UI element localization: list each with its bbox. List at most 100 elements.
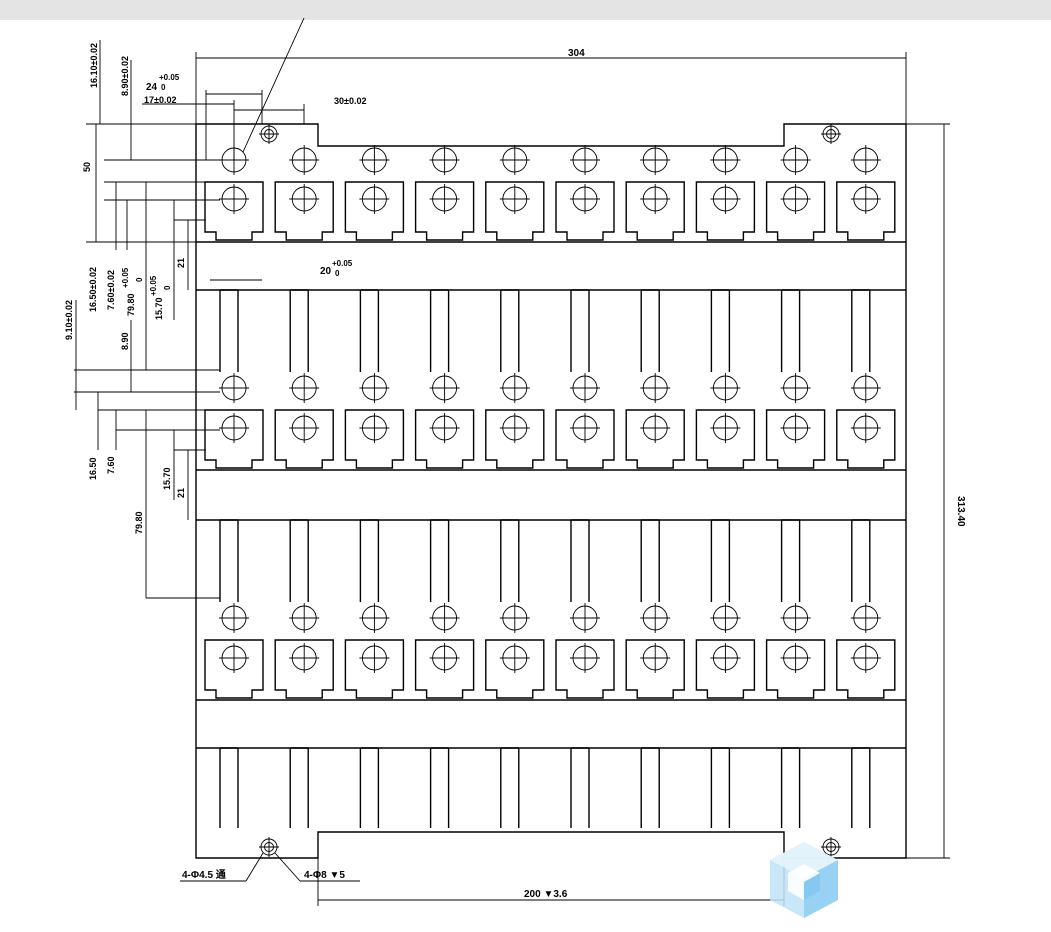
slot (570, 289, 590, 372)
slot (500, 519, 520, 602)
slot (570, 519, 590, 602)
dim-top-16-10: 16.10±0.02 (89, 43, 99, 88)
dim-left-21-b: 21 (176, 488, 186, 498)
dim-left-7-60-tol: 7.60±0.02 (106, 270, 116, 310)
dimension-labels: 304 313.40 16.10±0.02 8.90±0.02 24 +0.05… (64, 43, 966, 900)
slot (780, 289, 801, 372)
crosshair-hole-icon (499, 603, 530, 633)
dim-left-21-a: 21 (176, 258, 186, 268)
slot (289, 519, 309, 602)
slot (570, 747, 590, 828)
dim-bottom-200: 200 ▼3.6 (524, 889, 568, 900)
crosshair-hole-icon (359, 603, 390, 633)
corner-holes (259, 124, 841, 857)
cell-pocket (836, 639, 896, 699)
slot (640, 519, 660, 602)
dim-left-7-60: 7.60 (106, 456, 116, 474)
dim-left-79-80: 79.80 (134, 511, 144, 534)
cell-pocket (274, 181, 334, 241)
crosshair-hole-icon (429, 603, 460, 633)
crosshair-hole-icon (499, 643, 530, 673)
cell-pocket (765, 181, 826, 241)
crosshair-hole-icon (570, 145, 600, 175)
cell-pocket (836, 181, 896, 241)
slot (359, 289, 380, 372)
slot (640, 289, 660, 372)
dim-top-24-tol: +0.05 (159, 73, 180, 82)
crosshair-hole-icon (780, 643, 811, 673)
dim-top-24: 24 (146, 82, 158, 93)
crosshair-hole-icon (499, 413, 530, 443)
crosshair-hole-icon (780, 413, 811, 443)
mount-hole-icon (259, 124, 279, 144)
crosshair-hole-icon (289, 145, 320, 175)
cell-pocket (625, 639, 685, 699)
cell-pocket (485, 181, 545, 241)
crosshair-hole-icon (850, 145, 881, 175)
dim-left-79-80-sub: 0 (135, 277, 144, 282)
dim-left-8-90: 8.90 (120, 332, 130, 350)
crosshair-hole-icon (780, 603, 811, 633)
mount-hole-icon (259, 837, 279, 857)
crosshair-hole-icon (780, 145, 811, 175)
slot (289, 289, 309, 372)
dim-left-16-50: 16.50 (88, 457, 98, 480)
cell-pocket (414, 181, 475, 241)
dim-left-79-80-sup: +0.05 (121, 267, 130, 288)
dim-left-15-70-sub: 0 (163, 285, 172, 290)
dim-left-16-50-tol: 16.50±0.02 (88, 267, 98, 312)
cell-pocket (695, 181, 756, 241)
slot (500, 289, 520, 372)
crosshair-hole-icon (219, 413, 249, 443)
dim-slot-20: 20 (320, 266, 332, 277)
crosshair-hole-icon (710, 413, 741, 443)
cell-pocket (204, 181, 264, 241)
slot (429, 519, 450, 602)
cell-pocket (765, 639, 826, 699)
cell-grid (204, 145, 896, 699)
cell-pocket (344, 181, 405, 241)
crosshair-hole-icon (640, 373, 671, 403)
cell-pocket (695, 639, 756, 699)
crosshair-hole-icon (289, 184, 320, 214)
dim-top-17: 17±0.02 (144, 95, 176, 105)
mount-hole-icon (821, 837, 841, 857)
crosshair-hole-icon (640, 413, 671, 443)
crosshair-hole-icon (850, 603, 881, 633)
dim-left-15-70-sup: +0.05 (149, 275, 158, 296)
dim-slot-20-sub: 0 (335, 269, 340, 278)
cell-pocket (344, 639, 405, 699)
slot (429, 747, 450, 828)
cell-pocket (274, 639, 334, 699)
crosshair-hole-icon (429, 643, 460, 673)
cell-pocket (414, 409, 475, 469)
slot (851, 289, 871, 372)
crosshair-hole-icon (359, 413, 390, 443)
dimension-lines (74, 17, 950, 906)
crosshair-hole-icon (710, 184, 741, 214)
slot (710, 519, 731, 602)
crosshair-hole-icon (850, 184, 881, 214)
slot (219, 519, 239, 602)
crosshair-hole-icon (289, 413, 320, 443)
crosshair-hole-icon (289, 603, 320, 633)
slot (219, 747, 239, 828)
cell-pocket (625, 409, 685, 469)
dim-slot-20-sup: +0.05 (332, 259, 353, 268)
mount-hole-icon (821, 124, 841, 144)
cube-logo-icon (770, 842, 838, 918)
slot (640, 747, 660, 828)
crosshair-hole-icon (499, 184, 530, 214)
crosshair-hole-icon (359, 145, 390, 175)
dim-top-24-tol0: 0 (161, 83, 166, 92)
dim-top-8-90: 8.90±0.02 (120, 56, 130, 96)
crosshair-hole-icon (780, 184, 811, 214)
crosshair-hole-icon (710, 145, 741, 175)
crosshair-hole-icon (499, 373, 530, 403)
slot (710, 747, 731, 828)
crosshair-hole-icon (499, 145, 530, 175)
cell-pocket (344, 409, 405, 469)
slot (500, 747, 520, 828)
crosshair-hole-icon (850, 413, 881, 443)
slot-grid (219, 289, 871, 828)
